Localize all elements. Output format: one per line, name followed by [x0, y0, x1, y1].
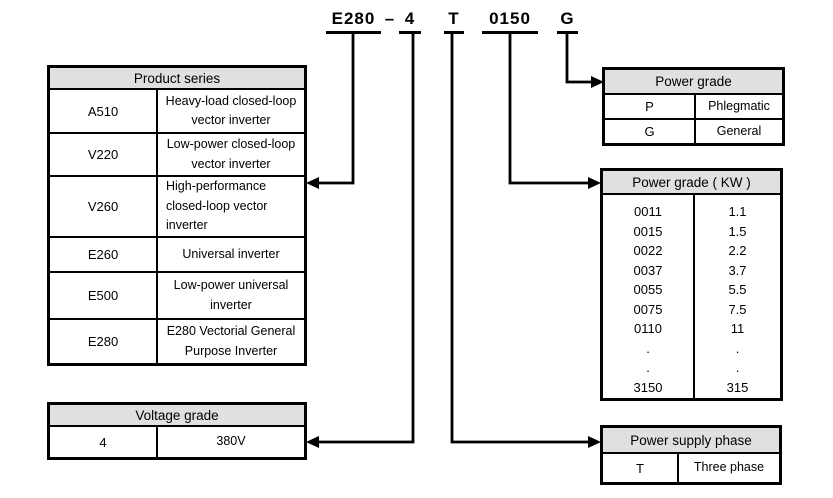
series-desc: High-performance closed-loop vector inve… [166, 179, 268, 233]
series-desc: Low-power universal inverter [173, 278, 289, 312]
power-grade-kw-body: 0011 0015 0022 0037 0055 0075 0110 . . 3… [603, 195, 780, 398]
power-grade-kw-table: Power grade ( KW ) 0011 0015 0022 0037 0… [600, 168, 783, 401]
arrow-voltage [306, 436, 319, 448]
series-code: V220 [50, 134, 158, 175]
voltage-code: 4 [50, 427, 158, 457]
model-code-voltage: 4 [399, 6, 421, 34]
kw-value: 1.1 [728, 204, 747, 219]
grade-code: P [605, 95, 696, 118]
kw-value: 3.7 [728, 262, 747, 278]
kw-value: . [735, 360, 740, 375]
table-row: G General [605, 120, 782, 143]
kw-code: . [646, 360, 650, 375]
kw-code: 0022 [633, 243, 663, 258]
kw-value: . [735, 340, 740, 356]
kw-value: 1.5 [728, 223, 747, 239]
grade-desc: Phlegmatic [708, 98, 770, 113]
series-desc: Heavy-load closed-loop vector inverter [165, 93, 297, 127]
power-supply-phase-table: Power supply phase T Three phase [600, 425, 782, 485]
connector-series [318, 34, 355, 185]
voltage-grade-header: Voltage grade [50, 405, 304, 427]
kw-value-column: 1.1 1.5 2.2 3.7 5.5 7.5 11 . . 315 [695, 195, 780, 398]
arrow-grade [591, 76, 604, 88]
model-code-power: 0150 [482, 6, 538, 34]
kw-code: 0110 [634, 321, 662, 336]
product-series-table: Product series A510 Heavy-load closed-lo… [47, 65, 307, 366]
series-code: V260 [50, 177, 158, 236]
series-code: A510 [50, 90, 158, 132]
series-desc: E280 Vectorial General Purpose Inverter [166, 324, 296, 358]
series-code: E280 [50, 320, 158, 363]
kw-code: 0015 [633, 223, 663, 239]
connector-voltage [318, 34, 415, 444]
model-code-grade: G [557, 6, 578, 34]
phase-desc: Three phase [693, 460, 765, 475]
connector-grade [565, 34, 593, 84]
voltage-grade-table: Voltage grade 4 380V [47, 402, 307, 460]
kw-code: 0055 [633, 282, 663, 297]
power-grade-table: Power grade P Phlegmatic G General [602, 67, 785, 146]
table-row: V260 High-performance closed-loop vector… [50, 177, 304, 238]
series-code: E500 [50, 273, 158, 318]
series-desc: Low-power closed-loop vector inverter [166, 137, 296, 171]
table-row: V220 Low-power closed-loop vector invert… [50, 134, 304, 177]
arrow-power [588, 177, 601, 189]
kw-value: 2.2 [728, 243, 747, 258]
power-grade-header: Power grade [605, 70, 782, 95]
kw-value: 7.5 [728, 301, 747, 317]
table-row: P Phlegmatic [605, 95, 782, 120]
table-row: 4 380V [50, 427, 304, 457]
kw-code: 0037 [633, 262, 663, 278]
model-code-series: E280 [326, 6, 381, 34]
series-code: E260 [50, 238, 158, 271]
table-row: E280 E280 Vectorial General Purpose Inve… [50, 320, 304, 363]
kw-value: 5.5 [728, 282, 747, 297]
power-grade-kw-header: Power grade ( KW ) [603, 171, 780, 195]
connector-power [508, 34, 589, 185]
kw-value: 11 [730, 321, 745, 336]
grade-code: G [605, 120, 696, 143]
table-row: T Three phase [603, 454, 779, 482]
table-row: E260 Universal inverter [50, 238, 304, 273]
kw-code: 0011 [634, 204, 662, 219]
arrow-series [306, 177, 319, 189]
table-row: A510 Heavy-load closed-loop vector inver… [50, 90, 304, 134]
table-row: E500 Low-power universal inverter [50, 273, 304, 320]
product-series-header: Product series [50, 68, 304, 90]
voltage-desc: 380V [216, 434, 246, 449]
kw-value: 315 [726, 379, 749, 395]
kw-code-column: 0011 0015 0022 0037 0055 0075 0110 . . 3… [603, 195, 695, 398]
model-code-phase: T [444, 6, 464, 34]
phase-code: T [603, 454, 679, 482]
connector-phase [450, 34, 589, 444]
arrow-phase [588, 436, 601, 448]
kw-code: . [646, 340, 650, 356]
model-code-dash: – [384, 9, 396, 28]
power-supply-phase-header: Power supply phase [603, 428, 779, 454]
grade-desc: General [716, 123, 762, 138]
kw-code: 3150 [633, 379, 663, 395]
series-desc: Universal inverter [182, 246, 280, 261]
kw-code: 0075 [633, 301, 663, 317]
